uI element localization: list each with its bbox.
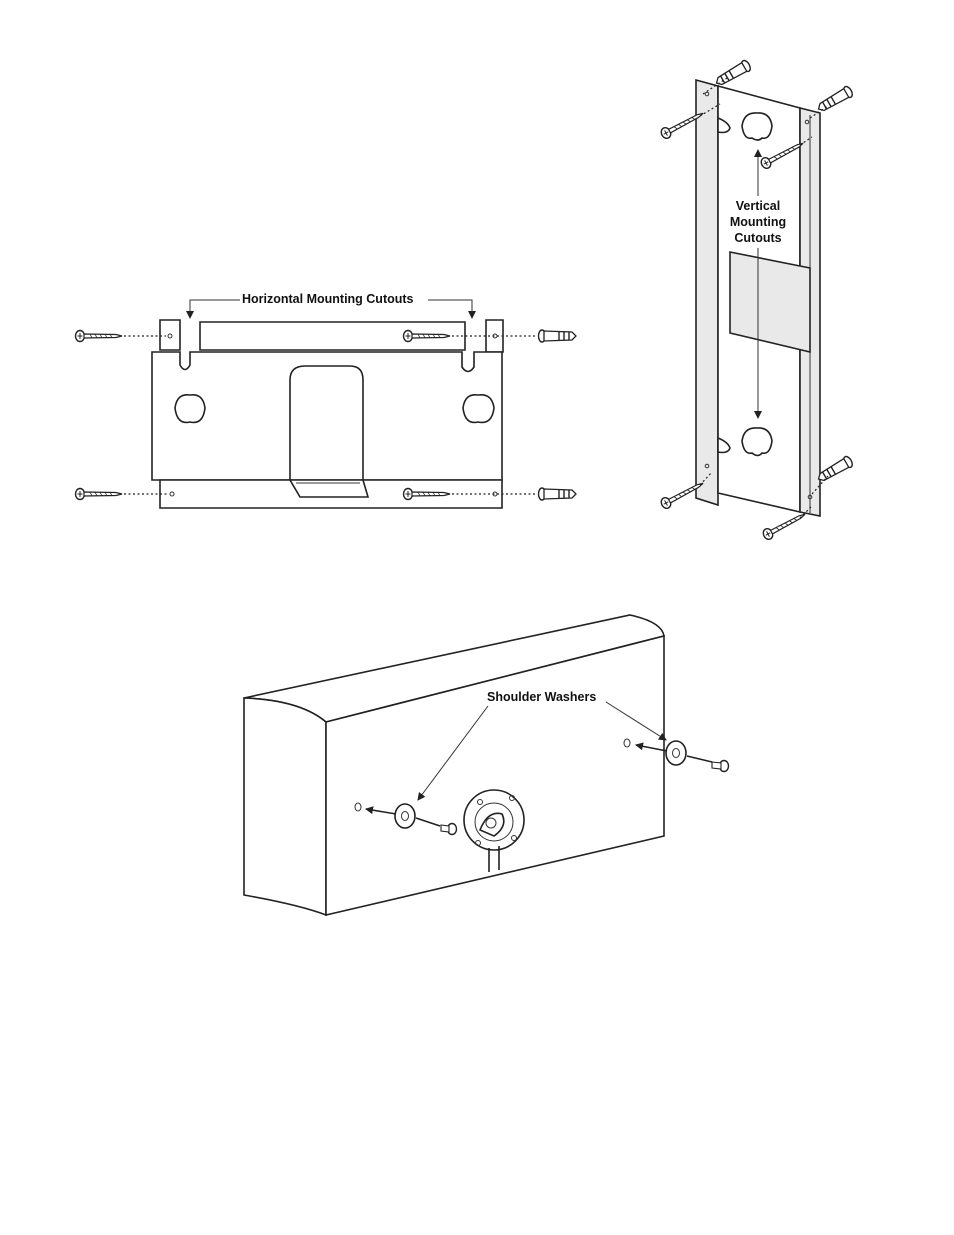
screw-icon [76,331,167,342]
screw-icon [712,761,729,772]
wall-anchor-icon [539,488,577,500]
horizontal-mounting-cutouts-label: Horizontal Mounting Cutouts [242,292,414,306]
speaker-cabinet [244,615,664,915]
wall-anchor-icon [539,330,577,342]
horizontal-bracket [152,320,503,508]
screw-icon [76,489,169,500]
shoulder-washers-label: Shoulder Washers [487,690,596,704]
vertical-mounting-cutouts-label: Vertical Mounting Cutouts [718,198,798,246]
